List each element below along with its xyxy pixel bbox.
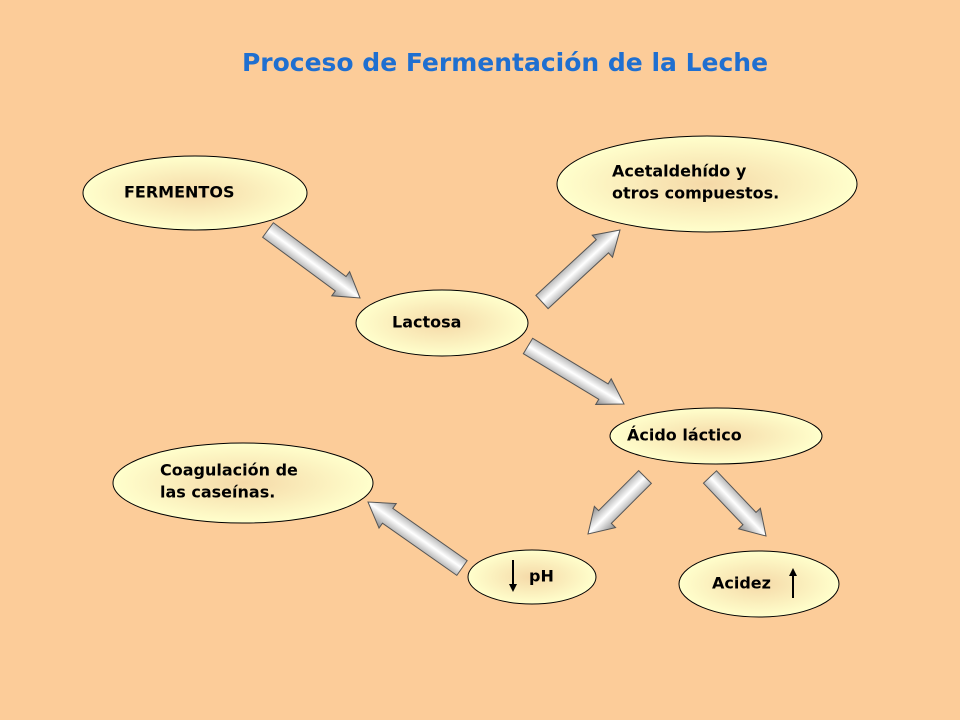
edge-arrow-fermentos-to-lactosa — [261, 222, 361, 299]
edges-layer — [261, 222, 767, 577]
arrow-up-icon — [789, 568, 797, 598]
node-ellipse — [355, 289, 529, 357]
node-label: Coagulación de — [160, 461, 298, 480]
node-ph: pH — [467, 549, 597, 605]
node-coagulacion: Coagulación de las caseínas. — [112, 442, 374, 524]
node-lactosa: Lactosa — [355, 289, 529, 357]
node-fermentos: FERMENTOS — [82, 155, 308, 231]
node-ellipse — [556, 135, 858, 233]
edge-arrow-acido_lactico-to-ph — [587, 469, 653, 535]
node-label: Acidez — [712, 574, 771, 593]
page-title: Proceso de Fermentación de la Leche — [241, 48, 769, 77]
node-label: Ácido láctico — [627, 426, 742, 445]
node-ellipse — [467, 549, 597, 605]
node-acidez: Acidez — [678, 550, 840, 618]
arrow-down-icon — [509, 560, 517, 592]
node-label: Acetaldehído y — [612, 162, 747, 181]
node-acetaldehido: Acetaldehído y otros compuestos. — [556, 135, 858, 233]
node-acido-lactico: Ácido láctico — [609, 407, 823, 465]
node-label: otros compuestos. — [612, 184, 779, 203]
node-label: pH — [529, 567, 554, 586]
node-ellipse — [112, 442, 374, 524]
node-ellipse — [609, 407, 823, 465]
edge-arrow-acido_lactico-to-acidez — [702, 470, 767, 537]
node-ellipse — [678, 550, 840, 618]
nodes-layer: FERMENTOS Acetaldehído y otros compuestos.… — [82, 135, 858, 618]
edge-arrow-ph-to-coagulacion — [367, 501, 468, 577]
node-ellipse — [82, 155, 308, 231]
edge-arrow-lactosa-to-acetaldehido — [535, 229, 621, 310]
node-label: FERMENTOS — [124, 183, 234, 202]
edge-arrow-lactosa-to-acido_lactico — [522, 337, 625, 405]
node-label: las caseínas. — [160, 483, 275, 502]
node-label: Lactosa — [392, 313, 461, 332]
